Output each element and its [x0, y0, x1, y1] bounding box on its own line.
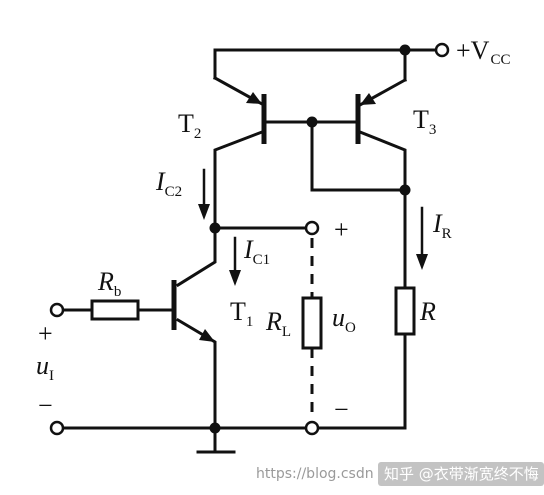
junction-dot [209, 222, 221, 234]
ui-label: uI [36, 351, 54, 384]
watermark-brand: 知乎 @衣带渐宽终不悔 [384, 465, 539, 483]
uo-label: uO [332, 303, 356, 336]
resistor-rl [301, 296, 323, 350]
ir-label: IR [432, 209, 452, 242]
t3-label: T3 [413, 105, 436, 138]
rl-label: RL [265, 307, 291, 340]
t1-collector [175, 226, 217, 288]
vcc-terminal [434, 42, 450, 58]
junction-dot [399, 184, 411, 196]
watermark-badge [378, 462, 544, 486]
ic2-label: IC2 [155, 167, 182, 200]
junction-dot [399, 44, 411, 56]
output-minus-terminal [304, 420, 320, 436]
junction-dot [306, 116, 318, 128]
r-label: R [419, 297, 436, 326]
ir-arrow-icon [416, 254, 428, 270]
t2-emitter-arrow-icon [246, 92, 262, 104]
input-minus-sign: − [38, 391, 53, 420]
input-plus-terminal [49, 302, 65, 318]
t2-label: T2 [178, 109, 201, 142]
t3-diode-connection [310, 120, 407, 192]
output-plus-terminal [304, 220, 320, 236]
t2-collector [213, 130, 264, 230]
junction-dot [209, 422, 221, 434]
output-plus-sign: + [334, 215, 349, 244]
input-plus-sign: + [38, 319, 53, 348]
t3-emitter-arrow-icon [360, 93, 376, 105]
t1-emitter-arrow-icon [199, 329, 215, 342]
input-minus-terminal [49, 420, 65, 436]
watermark-url: https://blog.csdn [256, 466, 374, 482]
resistor-rb [90, 299, 140, 321]
ic1-arrow-icon [229, 270, 241, 286]
ic2-arrow-icon [198, 204, 210, 220]
t3-collector [358, 130, 407, 290]
t1-label: T1 [230, 297, 253, 330]
vcc-label: +VCC [456, 36, 510, 68]
resistor-r [394, 286, 416, 336]
output-minus-sign: − [334, 395, 349, 424]
current-arrows [198, 168, 428, 286]
ic1-label: IC1 [243, 235, 270, 268]
rb-label: Rb [97, 267, 121, 300]
